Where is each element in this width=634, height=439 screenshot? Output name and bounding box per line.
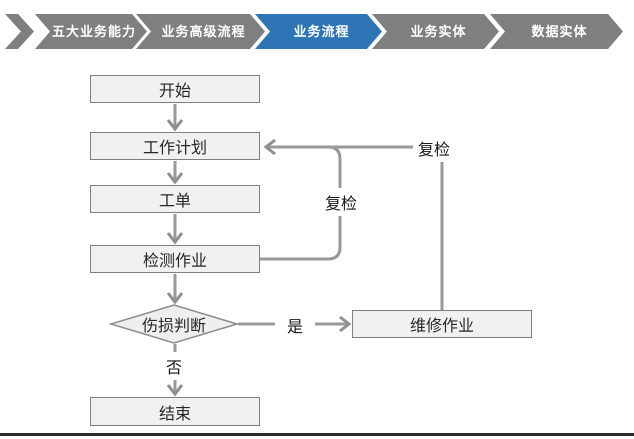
node-start: 开始	[90, 75, 260, 103]
nav-item-data-entity[interactable]: 数据实体	[490, 14, 623, 49]
edge-label-yes: 是	[274, 311, 316, 339]
edge-label-no: 否	[159, 352, 189, 380]
edge-label-recheck-inner: 复检	[319, 188, 363, 216]
nav-item-business-process[interactable]: 业务流程	[255, 14, 382, 49]
edge-label-recheck-outer: 复检	[412, 134, 456, 162]
node-repair: 维修作业	[352, 310, 532, 338]
node-damage-decision-label: 伤损判断	[141, 318, 207, 335]
nav-item-high-level-process[interactable]: 业务高级流程	[136, 14, 265, 49]
nav-item-business-entity[interactable]: 业务实体	[372, 14, 499, 49]
node-work-order: 工单	[90, 185, 260, 213]
node-work-plan: 工作计划	[90, 132, 260, 160]
nav-item-five-capabilities[interactable]: 五大业务能力	[35, 14, 147, 49]
edge-repair-to-plan	[263, 138, 444, 310]
node-end: 结束	[90, 397, 260, 426]
node-inspection: 检测作业	[90, 245, 260, 273]
node-damage-decision-shape	[108, 304, 240, 344]
bottom-border-line	[0, 433, 634, 436]
